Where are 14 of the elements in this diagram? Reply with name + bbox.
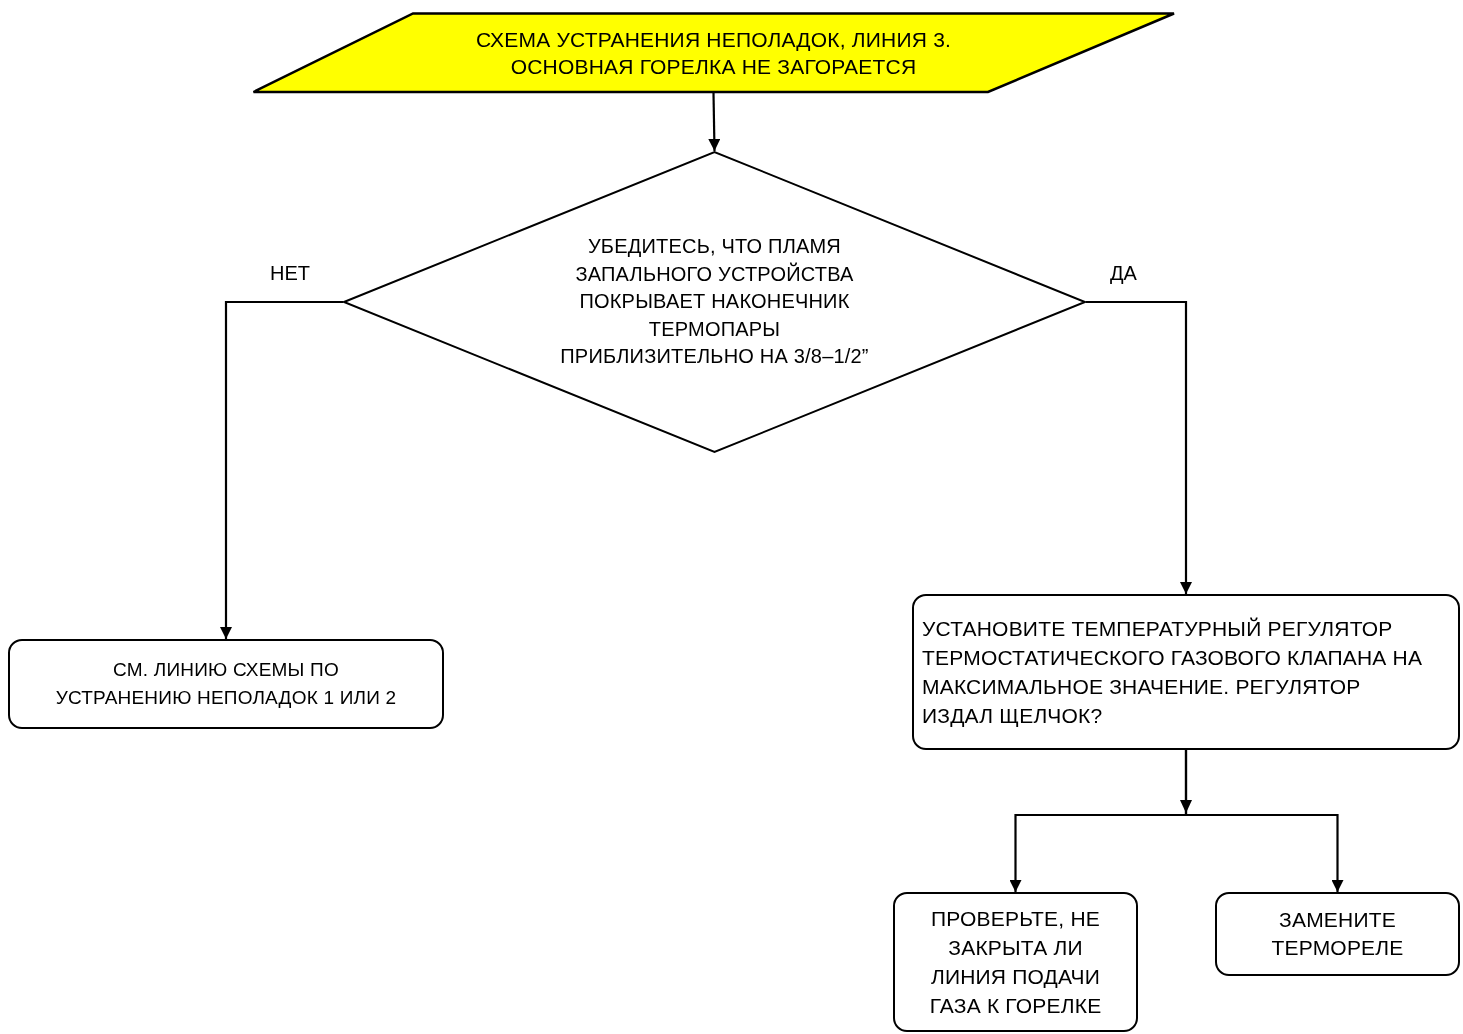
arrow bbox=[1184, 750, 1344, 892]
arrow bbox=[708, 93, 721, 151]
node-text: УСТАНОВИТЕ ТЕМПЕРАТУРНЫЙ РЕГУЛЯТОР ТЕРМОСТАТИЧЕСКОГО ГАЗОВОГО КЛАПАНА НА МАКСИМАЛЬНОЕ ЗНАЧЕНИЕ. РЕГУЛЯТОР ИЗДАЛ ЩЕЛЧОК? bbox=[922, 616, 1424, 729]
node-text: ЗАМЕНИТЕ ТЕРМОРЕЛЕ bbox=[1270, 907, 1405, 961]
node-text: СХЕМА УСТРАНЕНИЯ НЕПОЛАДОК, ЛИНИЯ 3. ОСНОВНАЯ ГОРЕЛКА НЕ ЗАГОРАЕТСЯ bbox=[474, 26, 953, 80]
node-text: СМ. ЛИНИЮ СХЕМЫ ПО УСТРАНЕНИЮ НЕПОЛАДОК 1 ИЛИ 2 bbox=[54, 658, 398, 710]
process-box bbox=[1215, 892, 1460, 976]
node-text: УБЕДИТЕСЬ, ЧТО ПЛАМЯ ЗАПАЛЬНОГО УСТРОЙСТВА ПОКРЫВАЕТ НАКОНЕЧНИК ТЕРМОПАРЫ ПРИБЛИЗИТЕЛЬНО НА 3/8–1/2” bbox=[559, 234, 870, 370]
node-text: ПРОВЕРЬТЕ, НЕ ЗАКРЫТА ЛИ ЛИНИЯ ПОДАЧИ ГАЗА К ГОРЕЛКЕ bbox=[928, 906, 1103, 1019]
arrow bbox=[220, 300, 343, 639]
process-box bbox=[8, 639, 444, 729]
decision-box bbox=[912, 594, 1460, 750]
arrow bbox=[1086, 300, 1192, 594]
process-box bbox=[893, 892, 1138, 1032]
